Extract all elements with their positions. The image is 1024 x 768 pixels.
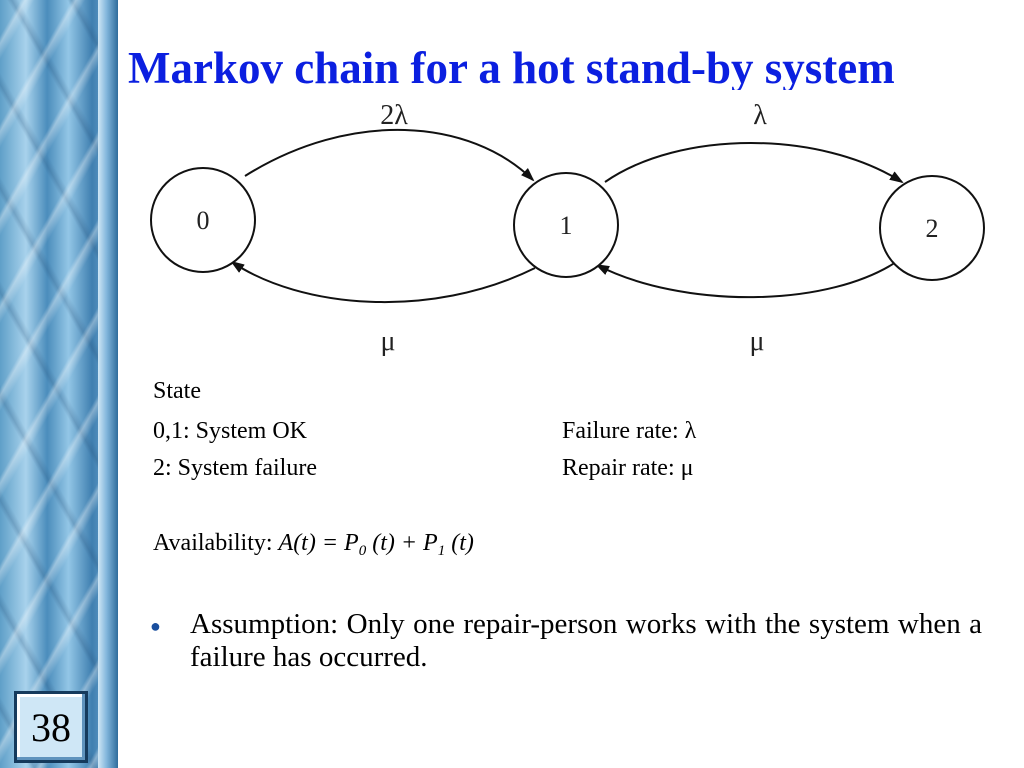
rate-label-0-to-1: 2λ — [380, 100, 408, 131]
arrow-1-to-2 — [604, 142, 904, 184]
availability-lhs: A(t) = P — [278, 530, 359, 556]
state-label-2: 2 — [926, 214, 939, 243]
state-label-0: 0 — [197, 206, 210, 235]
availability-label: Availability: — [153, 530, 279, 556]
state-node-1 — [513, 172, 619, 278]
state-ok-text: 0,1: System OK — [153, 418, 308, 444]
state-node-0 — [150, 167, 256, 273]
arrow-1-to-0 — [230, 260, 536, 304]
slide-number-box: 38 — [14, 691, 88, 763]
sidebar-edge — [98, 0, 118, 768]
state-label-1: 1 — [560, 211, 573, 240]
availability-sub-1: 1 — [437, 543, 446, 559]
rate-label-1-to-0: μ — [380, 326, 395, 357]
slide-number: 38 — [31, 704, 71, 750]
markov-chain-diagram: 0 1 2 2λ λ μ μ — [150, 100, 985, 357]
failure-rate-text: Failure rate: λ — [562, 418, 697, 444]
rate-label-2-to-1: μ — [749, 326, 764, 357]
slide-title: Markov chain for a hot stand-by system — [128, 43, 895, 90]
arrow-2-to-1 — [595, 257, 903, 299]
state-node-2 — [879, 175, 985, 281]
bullet-dot-icon: ● — [150, 616, 161, 636]
repair-rate-text: Repair rate: μ — [562, 455, 694, 481]
availability-end: (t) — [445, 530, 474, 556]
bullet-text: Assumption: Only one repair-person works… — [190, 608, 982, 673]
availability-mid: (t) + P — [366, 530, 438, 556]
arrow-0-to-1 — [244, 128, 535, 182]
state-failure-text: 2: System failure — [153, 455, 317, 481]
rate-label-1-to-2: λ — [753, 100, 767, 131]
availability-sub-0: 0 — [358, 543, 367, 559]
availability-formula: Availability: A(t) = P0 (t) + P1 (t) — [153, 530, 474, 559]
state-heading: State — [153, 378, 201, 404]
bullet-item: ● Assumption: Only one repair-person wor… — [150, 608, 982, 674]
